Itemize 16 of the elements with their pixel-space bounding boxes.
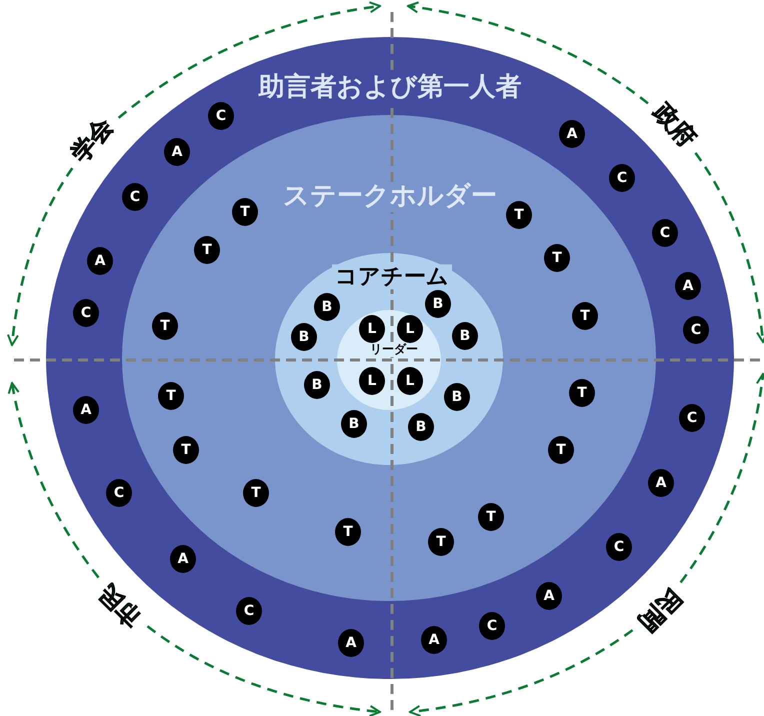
arrow (8, 382, 100, 578)
ring-heading: コアチーム (332, 264, 452, 290)
arrow (694, 152, 764, 343)
arrow (680, 373, 764, 584)
arrow (118, 2, 381, 119)
arrow (146, 625, 381, 716)
ring-area (337, 310, 441, 410)
sector-label: 学会 (67, 114, 117, 166)
arrow (409, 629, 634, 716)
arrow (407, 2, 649, 104)
sector-label: 民間 (634, 584, 686, 636)
arrow (7, 167, 74, 346)
sector-label: 市民 (94, 580, 146, 630)
sector-label: 政府 (650, 99, 700, 151)
ring-area (275, 253, 503, 465)
ring-area (46, 37, 734, 679)
